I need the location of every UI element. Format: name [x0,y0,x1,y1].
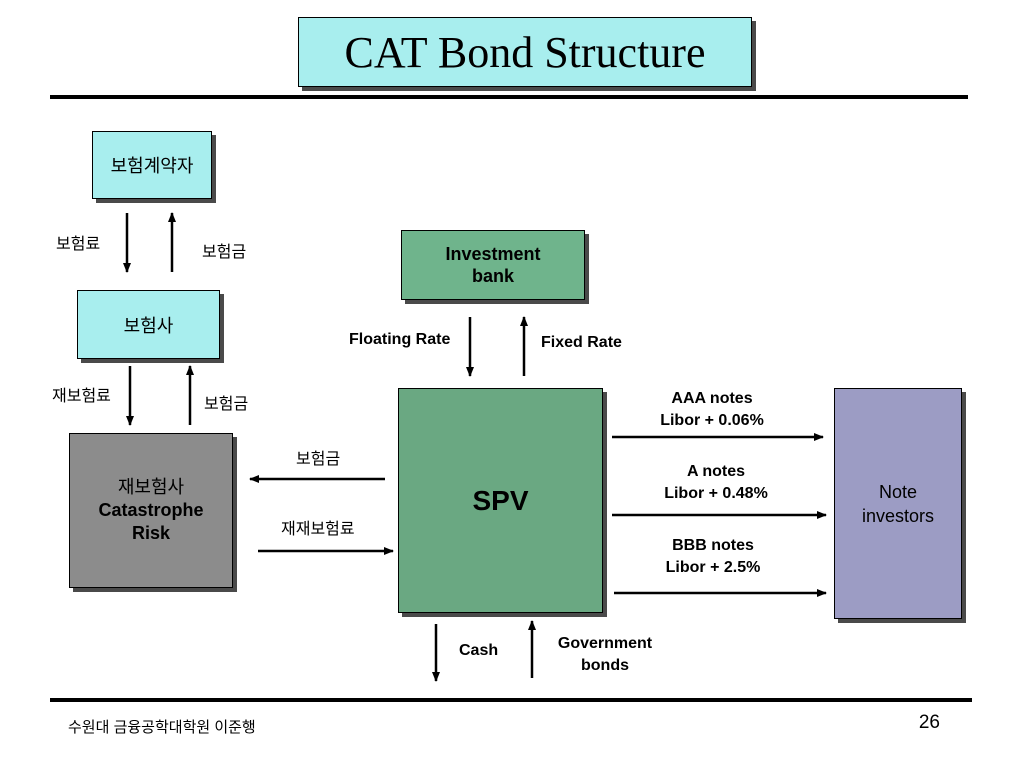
aaa-notes-name: AAA notes [671,390,753,407]
note-investors-label-line2: investors [861,505,935,526]
reinsurer-label-ko: 재보험사 [117,477,185,497]
slide-title: CAT Bond Structure [298,17,752,87]
floating-rate-label: Floating Rate [349,331,451,348]
claim-label-1: 보험금 [202,244,247,261]
a-notes-rate: Libor + 0.48% [664,485,768,502]
top-rule [50,95,968,99]
reinsurer-box: 재보험사 Catastrophe Risk [69,433,233,588]
gov-bonds-label-line2: bonds [581,657,629,674]
bbb-notes-name: BBB notes [672,537,754,554]
aaa-notes-rate: Libor + 0.06% [660,412,764,429]
reinsurer-label-line3: Risk [131,523,171,543]
investment-bank-label-line2: bank [471,266,514,286]
aaa-notes-label: AAA notes Libor + 0.06% [638,388,786,432]
reinsurance-premium-label: 재보험료 [52,388,111,405]
fixed-rate-label: Fixed Rate [541,334,622,351]
insurer-box: 보험사 [77,290,220,359]
policyholder-box: 보험계약자 [92,131,212,199]
footer-author: 수원대 금융공학대학원 이준행 [68,719,256,736]
premium-label: 보험료 [56,236,101,253]
spv-box: SPV [398,388,603,613]
cash-label: Cash [459,642,499,659]
policyholder-label: 보험계약자 [110,156,194,176]
spv-label: SPV [472,484,529,516]
bbb-notes-label: BBB notes Libor + 2.5% [639,535,787,579]
reinsurer-label-line2: Catastrophe [98,500,204,520]
a-notes-label: A notes Libor + 0.48% [642,461,790,505]
bbb-notes-rate: Libor + 2.5% [665,559,761,576]
claim-label-3: 보험금 [296,451,341,468]
a-notes-name: A notes [686,463,746,480]
retro-premium-label: 재재보험료 [281,521,355,538]
bottom-rule [50,698,972,702]
gov-bonds-label: Government bonds [548,633,662,677]
investment-bank-box: Investment bank [401,230,585,300]
page-number: 26 [918,712,940,733]
note-investors-box: Note investors [834,388,962,619]
claim-label-2: 보험금 [204,396,249,413]
investment-bank-label-line1: Investment [445,244,541,264]
insurer-label: 보험사 [123,315,174,336]
gov-bonds-label-line1: Government [557,635,653,652]
note-investors-label-line1: Note [878,481,918,502]
